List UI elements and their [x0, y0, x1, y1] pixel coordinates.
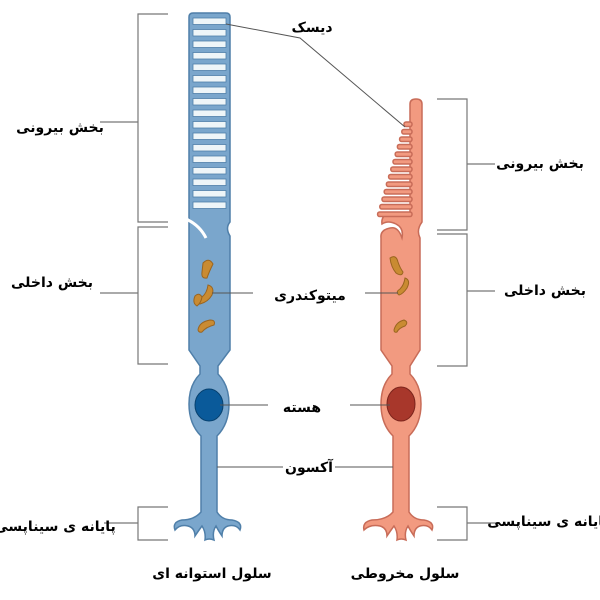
rod-disc: [192, 190, 227, 198]
rod-disc: [192, 98, 227, 106]
rod-nucleus: [194, 388, 224, 422]
label-disc: دیسک: [291, 20, 332, 36]
rod-disc: [192, 52, 227, 60]
rod-disc: [192, 63, 227, 71]
rod-disc: [192, 167, 227, 175]
label-rod-synaptic-terminal: پایانه ی سیناپسی: [0, 519, 116, 535]
label-nucleus: هسته: [283, 400, 321, 416]
leader-lines: [212, 23, 406, 468]
label-rod-outer-segment: بخش بیرونی: [16, 120, 104, 136]
rod-disc: [192, 17, 227, 25]
rod-disc: [192, 201, 227, 209]
cone-lamella: [392, 158, 413, 165]
cone-lamella: [403, 121, 413, 128]
rod-disc: [192, 40, 227, 48]
label-cone-outer-segment: بخش بیرونی: [496, 156, 584, 172]
rod-disc: [192, 155, 227, 163]
cone-lamella: [385, 181, 413, 188]
cone-lamella: [401, 128, 413, 135]
rod-disc: [192, 109, 227, 117]
rod-disc: [192, 178, 227, 186]
cone-lamella: [398, 136, 413, 143]
cone-body: [362, 98, 434, 542]
caption-rod-cell: سلول استوانه ای: [152, 566, 271, 582]
cone-lamella: [390, 166, 413, 173]
rod-disc: [192, 144, 227, 152]
right-brackets: [437, 98, 500, 541]
cone-mitochondria: [389, 256, 410, 333]
rod-disc: [192, 75, 227, 83]
cone-cell: [362, 98, 434, 542]
cone-lamella: [376, 211, 413, 218]
label-cone-synaptic-terminal: پایانه ی سیناپسی: [487, 514, 600, 530]
cone-nucleus: [386, 386, 416, 422]
cone-lamella: [381, 196, 413, 203]
cone-lamella: [394, 151, 413, 158]
cone-lamella: [396, 143, 413, 150]
label-mitochondria: میتوکندری: [274, 288, 346, 304]
rod-mitochondria: [193, 259, 215, 333]
left-brackets: [100, 13, 168, 541]
label-cone-inner-segment: بخش داخلی: [504, 283, 586, 299]
rod-disc: [192, 86, 227, 94]
cone-lamella: [383, 188, 413, 195]
rod-discs: [192, 17, 227, 209]
rod-disc: [192, 29, 227, 37]
label-axon: آکسون: [285, 458, 334, 476]
rod-disc: [192, 121, 227, 129]
cone-lamella: [387, 173, 413, 180]
rod-disc: [192, 132, 227, 140]
cone-lamella: [379, 203, 413, 210]
rod-cell: [173, 12, 242, 542]
cone-lamellae: [376, 121, 413, 218]
caption-cone-cell: سلول مخروطی: [351, 566, 460, 582]
label-rod-inner-segment: بخش داخلی: [11, 275, 93, 291]
